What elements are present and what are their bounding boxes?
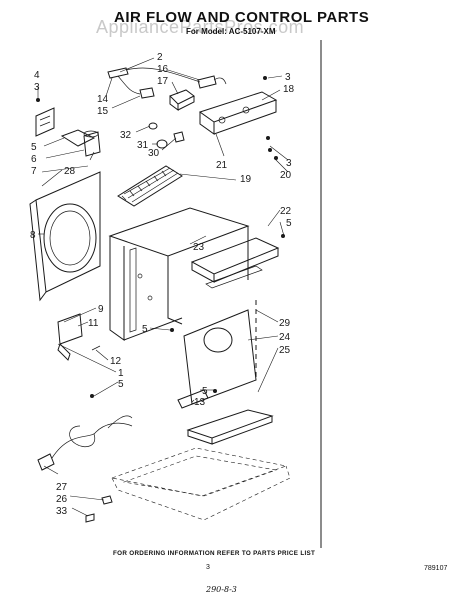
model-label: For Model: AC-5107-XM (186, 27, 276, 36)
part-mounting-bracket (57, 313, 101, 361)
callout-15: 15 (97, 106, 109, 117)
callout-19: 19 (240, 174, 252, 185)
callout-20: 20 (280, 170, 292, 181)
callout-3-top: 3 (285, 72, 291, 83)
callout-5-b: 5 (286, 218, 292, 229)
callout-22: 22 (280, 206, 292, 217)
callout-23: 23 (193, 242, 205, 253)
callout-29: 29 (279, 318, 291, 329)
document-code: 789107 (424, 565, 447, 572)
page-number: 3 (206, 564, 210, 571)
callout-27: 27 (56, 482, 68, 493)
callout-5-e: 5 (202, 386, 208, 397)
part-orifice-panel (183, 300, 257, 405)
callout-16: 16 (157, 64, 169, 75)
callout-31: 31 (137, 140, 149, 151)
watermark: AppliancePartsPros.com (96, 17, 304, 37)
callout-11: 11 (88, 318, 99, 329)
callout-leaders (37, 57, 289, 517)
ordering-note: FOR ORDERING INFORMATION REFER TO PARTS … (113, 550, 315, 557)
callout-3-right: 3 (286, 158, 292, 169)
callout-3-left: 3 (34, 82, 40, 93)
callout-5-c: 5 (142, 324, 148, 335)
callout-5-d: 5 (118, 379, 124, 390)
callout-25: 25 (279, 345, 291, 356)
callout-33: 33 (56, 506, 68, 517)
callout-21: 21 (216, 160, 228, 171)
part-power-cord (37, 415, 133, 471)
page-title: AIR FLOW AND CONTROL PARTS (114, 9, 369, 26)
part-screws (36, 76, 285, 398)
part-base-pan (177, 389, 274, 445)
callout-18: 18 (283, 84, 295, 95)
part-capacitor (60, 129, 101, 161)
callout-2: 2 (157, 52, 163, 63)
part-divider-panel (190, 237, 280, 289)
handwritten-note: 290-8-3 (205, 585, 237, 594)
callout-6: 6 (31, 154, 37, 165)
callout-24: 24 (279, 332, 291, 343)
callout-4: 4 (34, 70, 40, 81)
callout-26: 26 (56, 494, 68, 505)
part-main-chassis (108, 207, 250, 341)
callout-12: 12 (110, 356, 122, 367)
callout-28: 28 (64, 166, 76, 177)
callout-1: 1 (118, 368, 124, 379)
part-clips (85, 495, 113, 523)
part-side-bracket (35, 107, 55, 137)
callout-32: 32 (120, 130, 132, 141)
callout-8: 8 (30, 230, 36, 241)
callout-9: 9 (98, 304, 104, 315)
part-base-plate (110, 447, 291, 521)
callout-30: 30 (148, 148, 160, 159)
part-control-panel-bracket (198, 91, 278, 135)
part-control-switch (169, 89, 195, 111)
callout-7: 7 (31, 166, 37, 177)
part-switch-harness (107, 67, 227, 99)
part-blower-wheel (117, 165, 183, 207)
callout-5-a: 5 (31, 142, 37, 153)
callout-13: 13 (194, 397, 206, 408)
callout-numbers: 2 16 17 3 18 4 3 14 15 32 31 30 5 6 7 28… (30, 52, 295, 517)
callout-14: 14 (97, 94, 109, 105)
callout-17: 17 (157, 76, 169, 87)
part-blower-housing (29, 171, 101, 302)
